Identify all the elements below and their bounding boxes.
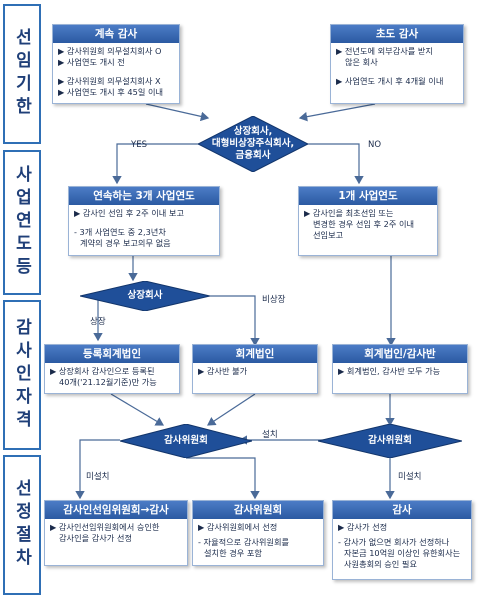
box-audit-committee: 감사위원회 ▶ 감사위원회에서 선정 - 자율적으로 감사위원회를 설치한 경우… (192, 500, 324, 566)
label-installed: 설치 (262, 430, 278, 440)
decision-listed-large-financial: 상장회사, 대형비상장주식회사, 금융회사 (196, 115, 310, 173)
box-line: 사원총회의 승인 필요 (344, 559, 417, 569)
diamond-line: 감사위원회 (368, 435, 412, 446)
box-registered-firm: 등록회계법인 ▶ 상장회사 감사인으로 등록된 40개('21.12월기준)만 … (44, 344, 180, 394)
box-line: ▶ 감사인선임위원회에서 승인한 (50, 522, 160, 532)
label-unlisted: 비상장 (262, 295, 286, 305)
box-auditor-title: 감사 (333, 501, 471, 519)
box-line: 않은 회사 (345, 57, 378, 67)
box-line: - 감사가 없으면 회사가 선정하나 (338, 537, 450, 547)
box-committee-to-auditor: 감사인선임위원회→감사 ▶ 감사인선임위원회에서 승인한 감사인을 감사가 선정 (44, 500, 188, 566)
diamond-line: 금융회사 (235, 150, 271, 161)
section-label-deadline: 선임기한 (3, 4, 41, 144)
label-no: NO (368, 140, 382, 150)
box-line: ▶ 사업연도 개시 후 4개월 이내 (336, 76, 444, 86)
box-line: ▶ 감사반 불가 (198, 366, 248, 376)
label-not-installed-left: 미설치 (86, 472, 110, 482)
box-line: - 자율적으로 감사위원회를 (198, 537, 290, 547)
diamond-line: 감사위원회 (164, 435, 208, 446)
box-line: 자본금 10억원 이상인 유한회사는 (344, 548, 461, 558)
box-one-year: 1개 사업연도 ▶ 감사인을 최초선임 또는 변경한 경우 선임 후 2주 이내… (298, 186, 438, 256)
box-line: ▶ 사업연도 개시 후 45일 이내 (58, 87, 164, 97)
box-three-year: 연속하는 3개 사업연도 ▶ 감사인 선임 후 2주 이내 보고 - 3개 사업… (68, 186, 220, 256)
box-line: ▶ 사업연도 개시 전 (58, 57, 125, 67)
section-label-qualification: 감사인자격 (3, 300, 41, 450)
decision-committee-right: 감사위원회 (317, 423, 463, 459)
box-line: 감사인을 감사가 선정 (59, 533, 132, 543)
box-line: ▶ 감사위원회 의무설치회사 O (58, 46, 162, 56)
box-line: ▶ 전년도에 외부감사를 받지 (336, 46, 433, 56)
box-accounting-firm: 회계법인 ▶ 감사반 불가 (192, 344, 318, 394)
decision-committee-left: 감사위원회 (119, 423, 253, 459)
box-line: 계약의 경우 보고의무 없음 (80, 238, 171, 248)
box-first-audit-title: 초도 감사 (331, 25, 463, 43)
box-line: ▶ 감사인을 최초선임 또는 (304, 208, 394, 218)
box-line: ▶ 감사인 선임 후 2주 이내 보고 (74, 208, 184, 218)
box-accounting-firm-title: 회계법인 (193, 345, 317, 363)
box-auditor: 감사 ▶ 감사가 선정 - 감사가 없으면 회사가 선정하나 자본금 10억원 … (332, 500, 472, 580)
box-line: 선임보고 (313, 230, 344, 240)
box-line: ▶ 감사위원회에서 선정 (198, 522, 278, 532)
section-label-procedure: 선정절차 (3, 455, 41, 595)
box-continuous-audit: 계속 감사 ▶ 감사위원회 의무설치회사 O ▶ 사업연도 개시 전 ▶ 감사위… (52, 24, 180, 104)
box-line: 40개('21.12월기준)만 가능 (59, 377, 157, 387)
decision-listed: 상장회사 (79, 280, 211, 312)
diamond-line: 상장회사, (233, 126, 273, 137)
box-line: 설치한 경우 포함 (204, 548, 262, 558)
box-committee-to-auditor-title: 감사인선임위원회→감사 (45, 501, 187, 519)
label-listed: 상장 (90, 317, 106, 327)
box-registered-firm-title: 등록회계법인 (45, 345, 179, 363)
box-line: ▶ 감사위원회 의무설치회사 X (58, 76, 161, 86)
box-audit-committee-title: 감사위원회 (193, 501, 323, 519)
box-firm-or-team: 회계법인/감사반 ▶ 회계법인, 감사반 모두 가능 (332, 344, 468, 394)
diamond-line: 대형비상장주식회사, (211, 138, 295, 149)
label-yes: YES (131, 140, 147, 150)
box-line: 변경한 경우 선임 후 2주 이내 (313, 219, 415, 229)
box-three-year-title: 연속하는 3개 사업연도 (69, 187, 219, 205)
box-line: ▶ 상장회사 감사인으로 등록된 (50, 366, 155, 376)
box-line: - 3개 사업연도 중 2,3년차 (74, 227, 166, 237)
box-first-audit: 초도 감사 ▶ 전년도에 외부감사를 받지 않은 회사 ▶ 사업연도 개시 후 … (330, 24, 464, 104)
box-continuous-audit-title: 계속 감사 (53, 25, 179, 43)
diamond-line: 상장회사 (127, 290, 163, 301)
box-firm-or-team-title: 회계법인/감사반 (333, 345, 467, 363)
box-line: ▶ 감사가 선정 (338, 522, 388, 532)
box-line: ▶ 회계법인, 감사반 모두 가능 (338, 366, 441, 376)
label-not-installed-right: 미설치 (398, 472, 422, 482)
box-one-year-title: 1개 사업연도 (299, 187, 437, 205)
section-label-fiscal-year: 사업연도등 (3, 150, 41, 295)
